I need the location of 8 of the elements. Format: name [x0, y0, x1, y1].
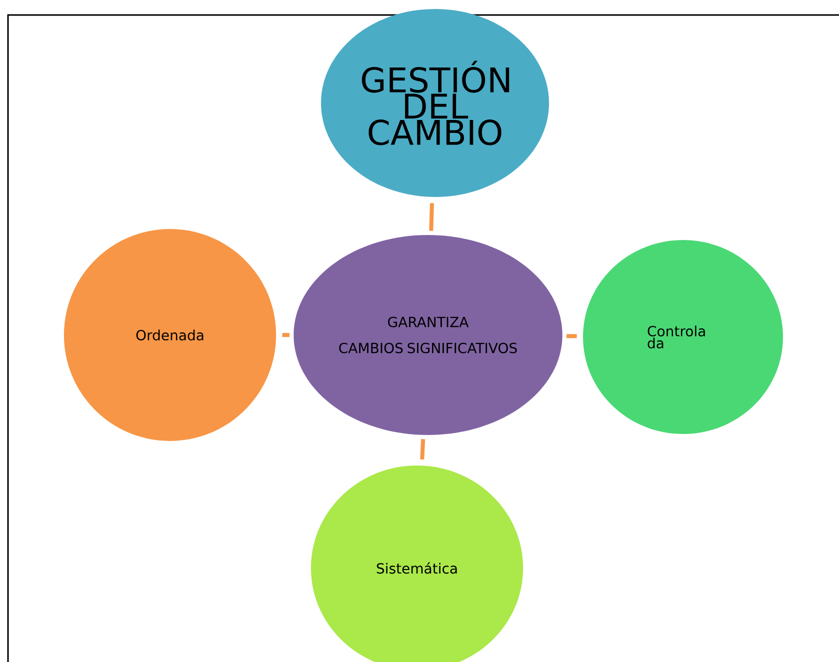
- circle-node: Ordenada: [64, 229, 276, 441]
- connector-line: [420, 439, 426, 460]
- circle-node: GARANTIZA CAMBIOS SIGNIFICATIVOS: [294, 235, 562, 435]
- connector-line: [282, 333, 290, 337]
- connector-line: [429, 203, 434, 231]
- connector-line: [566, 334, 577, 338]
- circle-node: GESTIÓN DEL CAMBIO: [321, 9, 549, 197]
- circle-node: Controla da: [583, 240, 783, 434]
